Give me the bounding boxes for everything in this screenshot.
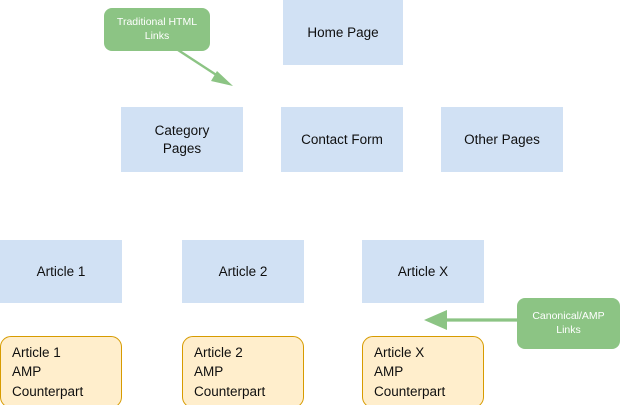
callout-canonical-amp-links[interactable]: Canonical/AMP Links [517, 298, 620, 349]
node-contact-form[interactable]: Contact Form [281, 107, 403, 172]
node-category-pages[interactable]: Category Pages [121, 107, 243, 172]
html-links-arrow-icon [177, 48, 233, 86]
callout-traditional-html-links[interactable]: Traditional HTML Links [104, 8, 210, 51]
node-article-x-amp-counterpart[interactable]: Article X AMP Counterpart [362, 336, 484, 405]
node-article-1[interactable]: Article 1 [0, 240, 122, 303]
node-article-2-amp-counterpart[interactable]: Article 2 AMP Counterpart [182, 336, 304, 405]
node-article-2[interactable]: Article 2 [182, 240, 304, 303]
node-article-1-amp-counterpart[interactable]: Article 1 AMP Counterpart [0, 336, 122, 405]
node-home-page[interactable]: Home Page [283, 0, 403, 65]
canonical-links-arrow-icon [424, 310, 518, 330]
node-other-pages[interactable]: Other Pages [441, 107, 563, 172]
node-article-x[interactable]: Article X [362, 240, 484, 303]
